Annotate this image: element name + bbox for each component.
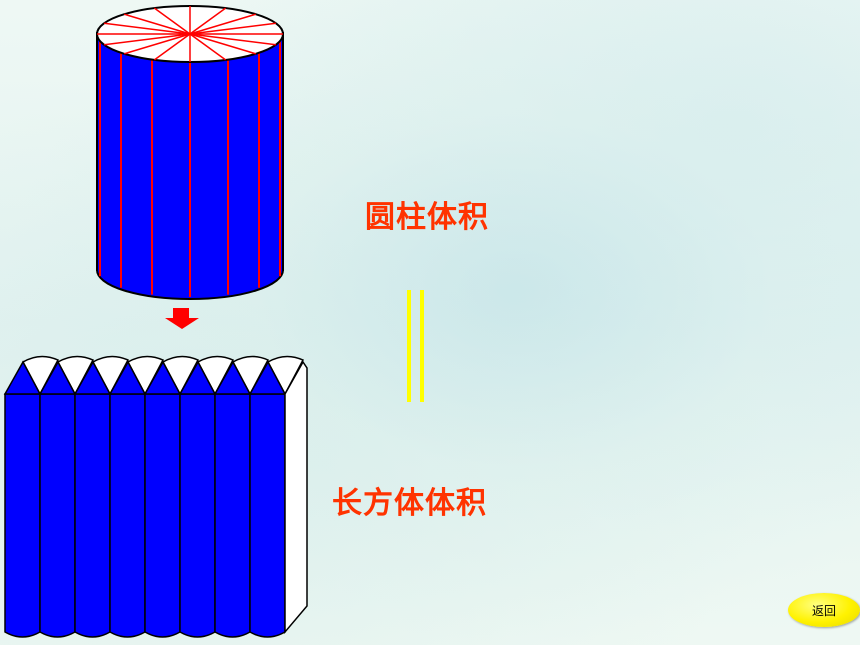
wedge-arc [197, 355, 235, 396]
wedge-peak [143, 360, 182, 395]
wedge-arc [22, 355, 60, 396]
sector-line [189, 13, 257, 35]
wedge-peak [178, 360, 217, 395]
cuboid-side-face [284, 360, 308, 635]
sector-line [153, 33, 191, 61]
wedge-face [214, 393, 251, 638]
equal-sign-bar-right [420, 290, 424, 402]
cuboid-volume-label: 长方体体积 [332, 486, 487, 521]
wedge-arc [57, 355, 95, 396]
cuboid-wedge [178, 355, 235, 638]
cuboid-wedge [248, 355, 305, 638]
wedge-face [39, 393, 76, 638]
sector-line [123, 33, 191, 55]
sector-line [189, 33, 227, 61]
wedge-peak [108, 360, 147, 395]
transform-arrow-icon [165, 308, 199, 329]
sector-line [189, 7, 227, 35]
cuboid-wedge [213, 355, 270, 638]
wedge-peak [38, 360, 77, 395]
sector-line [153, 7, 191, 35]
wedge-arc [162, 355, 200, 396]
wedge-face [74, 393, 111, 638]
wedge-face [109, 393, 146, 638]
sector-line [104, 33, 191, 46]
cylinder-figure [96, 5, 284, 300]
wedge-arc [232, 355, 270, 396]
cuboid-wedge [73, 355, 130, 638]
wedge-peak [248, 360, 287, 395]
wedge-arc [92, 355, 130, 396]
wedge-peak [73, 360, 112, 395]
wedge-face [179, 393, 216, 638]
back-button-label: 返回 [811, 603, 836, 618]
wedge-arc [267, 355, 305, 396]
cuboid-wedge [3, 355, 60, 638]
wedge-arc [127, 355, 165, 396]
sector-line [189, 33, 276, 46]
cuboid-figure [3, 355, 308, 638]
sector-line [189, 22, 276, 35]
back-button[interactable]: 返回 [788, 593, 860, 627]
equal-sign-bar-left [407, 290, 411, 402]
cylinder-volume-label: 圆柱体积 [365, 200, 489, 235]
wedge-face [4, 393, 41, 638]
cylinder-sector-lines [97, 6, 283, 62]
wedge-face [144, 393, 181, 638]
wedge-peak [3, 360, 42, 395]
wedge-face [249, 393, 286, 638]
cylinder-cut-lines [99, 41, 281, 297]
cuboid-wedge [108, 355, 165, 638]
sector-line [104, 22, 191, 35]
sector-line [189, 33, 257, 55]
wedge-peak [213, 360, 252, 395]
sector-line [123, 13, 191, 35]
